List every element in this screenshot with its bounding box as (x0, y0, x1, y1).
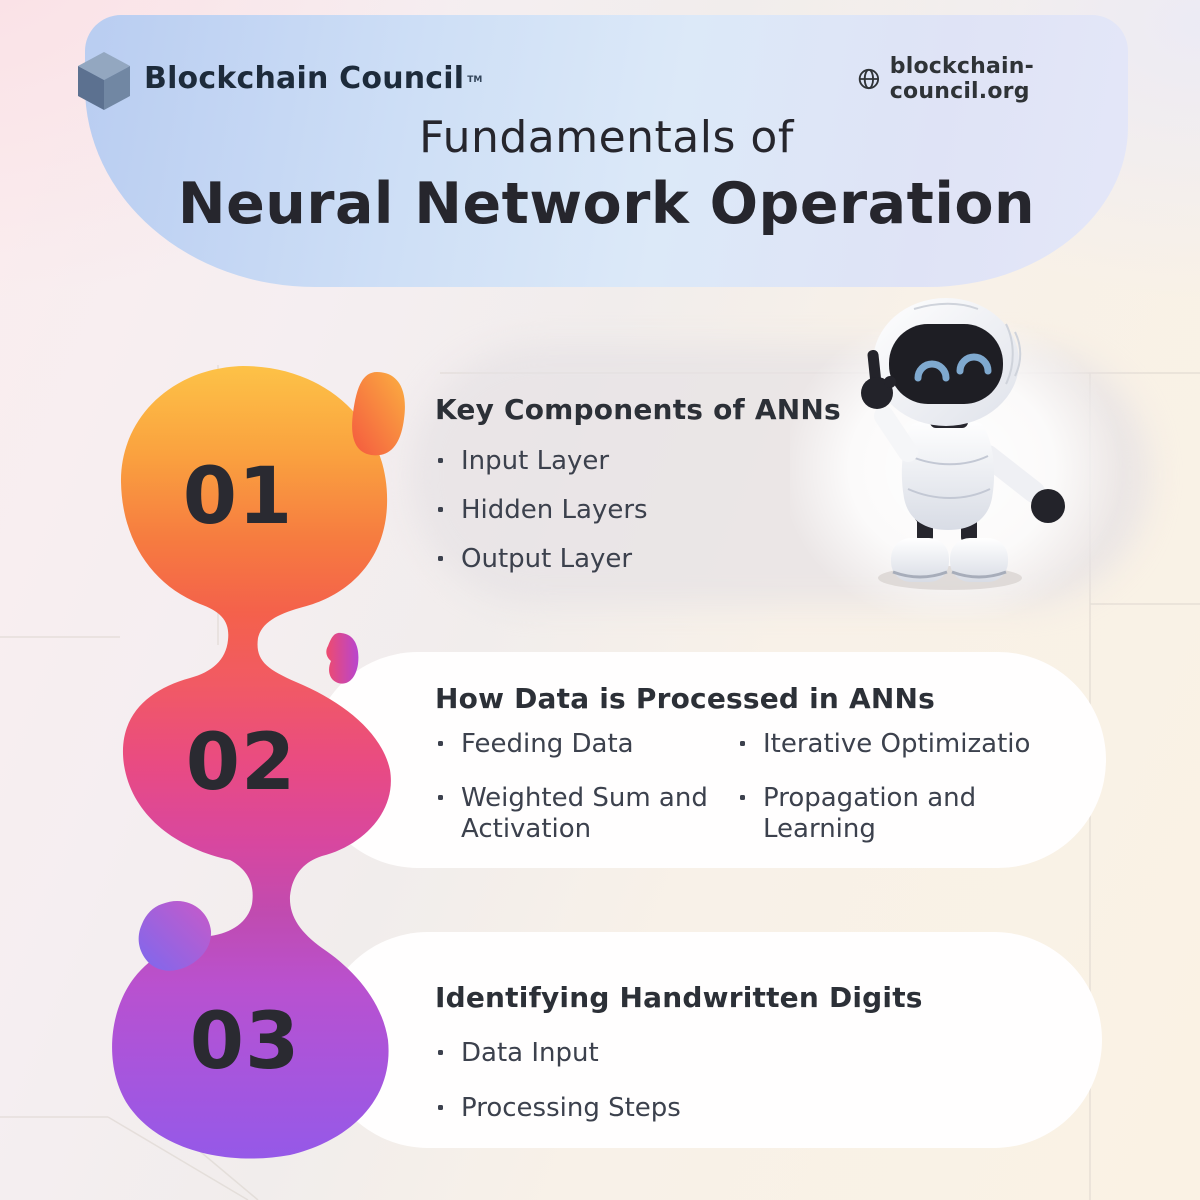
list-item: Processing Steps (438, 1093, 681, 1124)
bullet-dot-icon (438, 1105, 443, 1110)
brand-name: Blockchain Council (144, 61, 465, 96)
list-item: Hidden Layers (438, 495, 648, 526)
bullet-text: Processing Steps (461, 1093, 681, 1123)
bullet-text: Data Input (461, 1038, 599, 1068)
page-title: Fundamentals of Neural Network Operation (85, 112, 1128, 237)
section3-card (320, 932, 1102, 1148)
accent-blob-3 (138, 900, 212, 971)
step-number-3: 03 (189, 997, 301, 1087)
step-number-2: 02 (185, 718, 297, 808)
section3-heading: Identifying Handwritten Digits (435, 981, 923, 1014)
bullet-dot-icon (740, 741, 745, 746)
section1-heading: Key Components of ANNs (435, 393, 841, 426)
section2-card (310, 652, 1106, 868)
list-item: Iterative Optimizatio (740, 729, 1085, 760)
list-item: Feeding Data (438, 729, 738, 760)
robot-right-eye (956, 353, 992, 375)
website-link[interactable]: blockchain-council.org (858, 54, 1128, 104)
list-item: Output Layer (438, 544, 648, 575)
list-item: Weighted Sum and Activation (438, 783, 738, 845)
bullet-text: Hidden Layers (461, 495, 648, 525)
bullet-dot-icon (438, 458, 443, 463)
trademark-symbol: TM (467, 74, 483, 85)
bullet-text: Input Layer (461, 446, 610, 476)
bullet-text: Output Layer (461, 544, 633, 574)
section2-bullet-column-left: Feeding Data Weighted Sum and Activation (438, 729, 738, 868)
bullet-dot-icon (438, 741, 443, 746)
bullet-dot-icon (438, 556, 443, 561)
title-line-2: Neural Network Operation (177, 171, 1036, 237)
globe-icon (858, 68, 880, 90)
accent-blob-2 (326, 632, 359, 684)
list-item: Propagation and Learning (740, 783, 1085, 845)
blockchain-cube-icon (78, 52, 130, 110)
list-item: Input Layer (438, 446, 648, 477)
list-item: Data Input (438, 1038, 681, 1069)
section3-bullet-list: Data Input Processing Steps (438, 1038, 681, 1148)
bullet-text: Feeding Data (461, 729, 634, 759)
section1-bullet-list: Input Layer Hidden Layers Output Layer (438, 446, 648, 593)
section2-heading: How Data is Processed in ANNs (435, 682, 936, 715)
title-line-1: Fundamentals of (419, 112, 794, 163)
bullet-dot-icon (438, 1050, 443, 1055)
robot-left-eye (914, 360, 950, 382)
section2-bullet-column-right: Iterative Optimizatio Propagation and Le… (740, 729, 1085, 868)
step-number-1: 01 (182, 452, 294, 542)
bullet-dot-icon (438, 507, 443, 512)
accent-blob-1 (352, 372, 405, 456)
bullet-text: Propagation and Learning (763, 783, 977, 844)
website-url: blockchain-council.org (889, 54, 1034, 104)
robot-mascot (790, 298, 1124, 620)
bullet-text: Iterative Optimizatio (763, 729, 1031, 759)
bullet-dot-icon (740, 795, 745, 800)
bullet-text: Weighted Sum and Activation (461, 783, 708, 844)
bullet-dot-icon (438, 795, 443, 800)
